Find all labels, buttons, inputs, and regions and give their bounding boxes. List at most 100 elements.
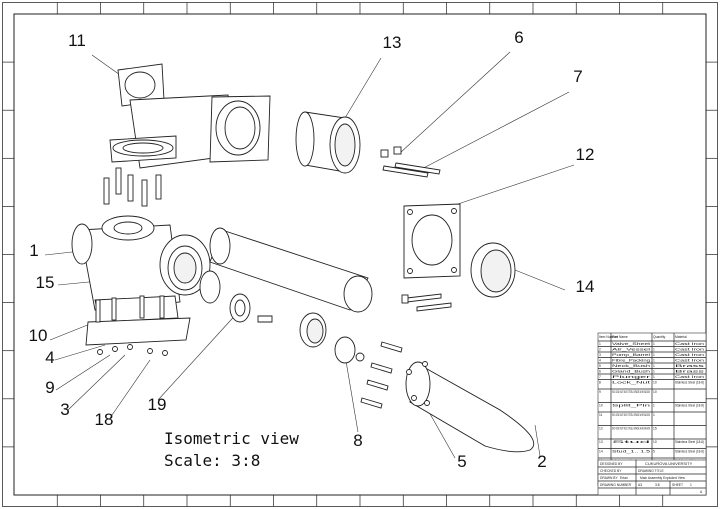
table-cell: Plunger [612, 375, 653, 379]
table-cell: 3 [599, 353, 601, 357]
table-cell: 10 [653, 381, 657, 385]
callout-8: 8 [353, 431, 362, 450]
table-header: Part Name [612, 335, 628, 339]
table-cell: Stainless Steel (18-8) [675, 440, 704, 444]
table-header: Item Number [599, 335, 619, 339]
table-cell: 6 [599, 370, 601, 374]
part-12-gland-plate [403, 203, 461, 279]
table-header: Material [675, 335, 687, 339]
table-cell: 1 [653, 359, 655, 363]
callout-15: 15 [36, 273, 55, 292]
part-6-nuts [380, 146, 402, 158]
table-cell: Stud_1.. 1.5 [612, 450, 650, 454]
drawing-title-label: DRAWING TITLE [638, 469, 664, 473]
title-block: DESIGNED BY CHECKED BY DRAWN BY Ertan DR… [597, 459, 707, 496]
sheet-label: SHEET [672, 483, 683, 487]
table-cell: Cast Iron [675, 348, 704, 352]
view-label: Isometric view [164, 429, 299, 448]
scale-value: 3:8 [655, 483, 660, 487]
table-cell: 12 [599, 427, 603, 431]
table-cell: Stainless Steel (18-8) [675, 404, 704, 408]
drawn-value: Ertan [620, 476, 628, 480]
leader-lines [44, 51, 575, 459]
table-cell: Neck_Bush [612, 364, 650, 368]
callout-6: 6 [514, 28, 523, 47]
table-cell: 1 [653, 348, 655, 352]
table-cell: Air_Vessel [612, 348, 651, 352]
part-2-air-vessel [405, 361, 535, 453]
table-cell: 11 [599, 413, 603, 417]
designed-label: DESIGNED BY [600, 462, 623, 466]
drawing-title: Main Assembly Exploded View [640, 476, 685, 480]
table-cell: 1 [653, 404, 655, 408]
vertical-bolts [103, 167, 162, 207]
table-cell: 1 [599, 342, 601, 346]
table-cell: 1 [653, 364, 655, 368]
table-cell: 1 [653, 342, 655, 346]
callout-4: 4 [45, 348, 54, 367]
part-11-elbow-housing [109, 63, 271, 169]
callout-10: 10 [29, 326, 48, 345]
part-10-valve-seat-plates [85, 295, 191, 356]
table-cell: ISO 4032 NUT M10 STEEL GRADE A HEXAGON [612, 413, 650, 417]
table-cell: 10 [653, 440, 657, 444]
callout-18: 18 [95, 410, 114, 429]
university-name: CUKUROVA UNIVERSITY [645, 461, 693, 466]
table-cell: 1 [653, 375, 655, 379]
callout-2: 2 [537, 452, 546, 471]
part-1-valve-body [71, 215, 221, 323]
callout-1: 1 [29, 241, 38, 260]
table-cell: 1 [653, 353, 655, 357]
table-cell: 5 [653, 450, 655, 454]
table-cell: Brass [675, 370, 705, 374]
table-cell: Stainless Steel (18-8) [675, 450, 704, 454]
table-cell: Stud [612, 440, 651, 444]
callout-11: 11 [68, 31, 86, 50]
small-pins [360, 341, 403, 409]
part-19-valve [229, 293, 273, 323]
table-header: Quantity [653, 335, 666, 339]
callout-3: 3 [60, 400, 69, 419]
table-cell: 10 [599, 404, 603, 408]
table-cell: 1 [653, 370, 655, 374]
table-cell: ISO 4032 NUT M12 STEEL GRADE A HEXAGON [612, 427, 650, 431]
table-cell: 13 [599, 440, 603, 444]
callout-5: 5 [457, 452, 466, 471]
table-cell: Valve_Sheet [612, 342, 650, 346]
part-8-valve-stopper [299, 312, 365, 364]
table-cell: Cast Iron [675, 342, 704, 346]
table-cell: Split_Pin [612, 404, 650, 408]
part-14-fibre-packing [470, 242, 516, 298]
table-cell: 10 [653, 390, 657, 394]
part-3-pump-barrel [209, 227, 373, 313]
scale-label: Scale: 3:8 [164, 451, 260, 470]
table-cell: Cast Iron [675, 375, 704, 379]
table-cell: Lock_Nut [612, 381, 650, 385]
part-13-bush [295, 111, 361, 174]
callout-12: 12 [576, 145, 595, 164]
table-cell: Brass [675, 364, 705, 368]
callout-19: 19 [148, 395, 167, 414]
table-cell: 8 [599, 381, 601, 385]
table-cell: Stainless Steel (18-8) [675, 381, 704, 385]
drawn-label: DRAWN BY [600, 476, 618, 480]
sheet-value: 1 [690, 483, 692, 487]
lower-studs [401, 293, 452, 312]
table-cell: 1 [653, 413, 655, 417]
callout-9: 9 [45, 378, 54, 397]
drawing-no-label: DRAWING NUMBER [600, 483, 632, 487]
size-value: A3 [638, 483, 642, 487]
table-cell: Gland_Bush [612, 370, 650, 374]
table-cell: 4 [599, 359, 601, 363]
rev-value: A [700, 490, 703, 494]
table-cell: Cast Iron [675, 359, 704, 363]
part-7-studs [382, 162, 441, 178]
table-cell: 15 [653, 427, 657, 431]
table-cell: Pump_Barrel [612, 353, 651, 357]
table-cell: Cast Iron [675, 353, 704, 357]
table-cell: 14 [599, 450, 603, 454]
